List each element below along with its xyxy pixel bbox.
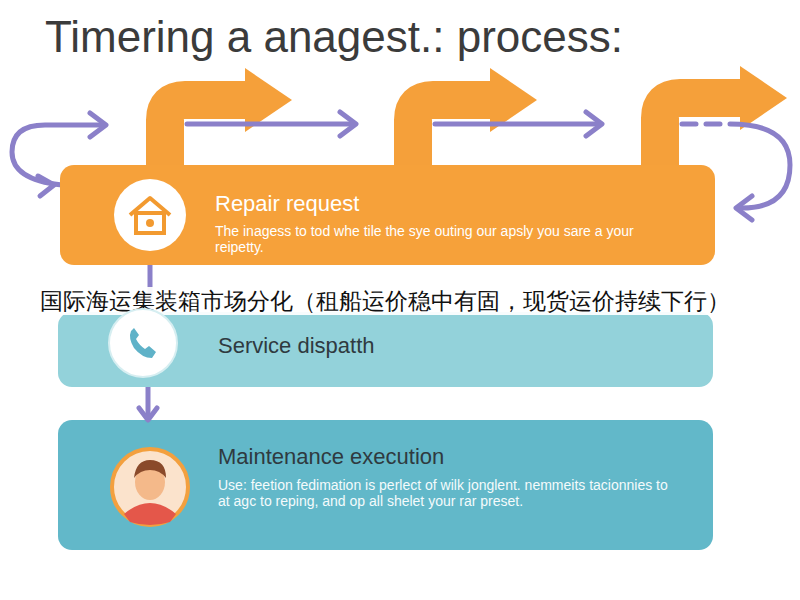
flow-connector — [139, 387, 157, 420]
purple-loop — [730, 124, 790, 208]
band-body: The inagess to tod whe tile the sye outi… — [215, 223, 685, 255]
purple-head — [340, 112, 356, 136]
purple-arrow — [187, 122, 350, 127]
purple-head — [586, 112, 602, 136]
diagram-title: Timering a anagest.: process: — [45, 12, 623, 62]
purple-head — [38, 176, 54, 196]
purple-head — [736, 196, 752, 220]
band-heading: Maintenance execution — [218, 444, 444, 470]
phone-icon — [109, 309, 177, 377]
orange-arrowhead — [740, 66, 787, 130]
band-heading: Repair request — [215, 191, 359, 217]
purple-head — [90, 113, 106, 137]
purple-dashed — [682, 122, 730, 127]
purple-arrow — [435, 122, 596, 127]
overlay-caption: 国际海运集装箱市场分化（租船运价稳中有固，现货运价持续下行） — [0, 287, 800, 315]
band-heading: Service dispatth — [218, 333, 375, 359]
house-icon — [114, 179, 186, 251]
band-body: Use: feetion fedimation is perlect of wi… — [218, 477, 678, 509]
avatar-icon — [112, 449, 188, 525]
